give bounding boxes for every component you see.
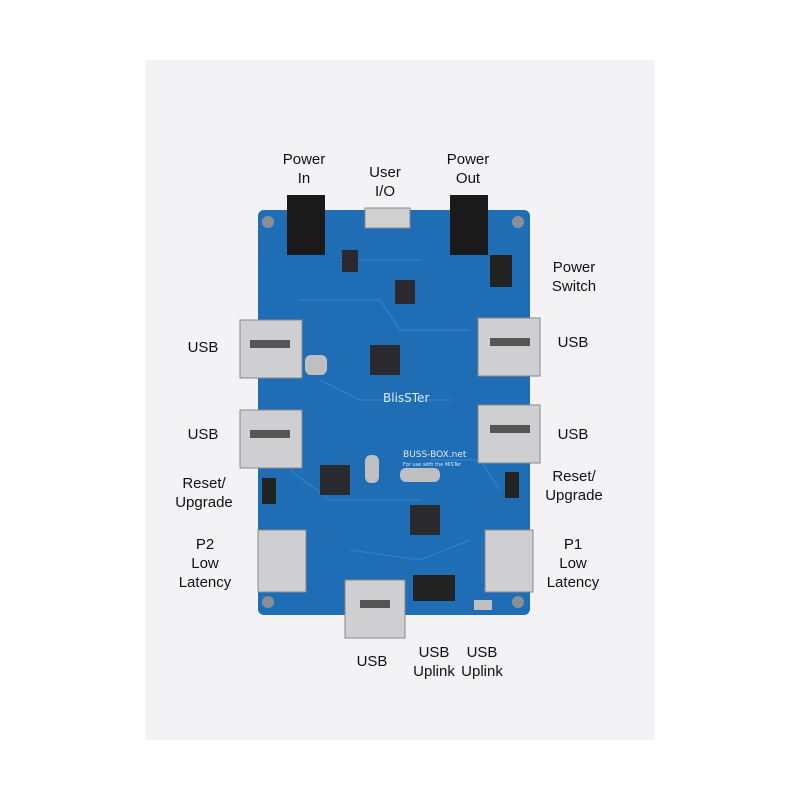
micro-usb-port — [474, 600, 492, 610]
silk-sub: For use with the MiSTer — [403, 462, 462, 468]
silk-site: BUSS-BOX.net — [403, 450, 467, 460]
label-usb-right-top: USB — [557, 334, 589, 351]
user-io-port — [364, 207, 411, 229]
label-p2: P2 Low Latency — [178, 536, 232, 591]
label-reset-right: Reset/ Upgrade — [545, 468, 603, 504]
label-user-io: User I/O — [369, 164, 401, 200]
power-switch — [490, 255, 512, 287]
power-in-jack — [287, 195, 325, 255]
crystals — [305, 355, 440, 483]
pin-header — [413, 575, 455, 601]
usb-tongues — [250, 338, 530, 608]
pcb — [258, 210, 530, 615]
label-usb-left-top: USB — [187, 339, 219, 356]
chips — [320, 250, 440, 535]
label-p1: P1 Low Latency — [546, 536, 600, 591]
reset-button-right — [505, 472, 519, 498]
silk-title: BlisSTer — [383, 391, 429, 405]
reset-button-left — [262, 478, 276, 504]
label-usb-left-mid: USB — [187, 426, 219, 443]
mounting-holes — [262, 216, 524, 608]
p2-port — [257, 529, 307, 593]
label-reset-left: Reset/ Upgrade — [175, 475, 233, 511]
label-power-in: Power In — [282, 151, 326, 187]
usb-ports — [239, 317, 541, 639]
power-out-jack — [450, 195, 488, 255]
label-power-switch: Power Switch — [551, 259, 597, 295]
label-power-out: Power Out — [446, 151, 490, 187]
label-usb-uplink-2: USB Uplink — [461, 644, 503, 680]
label-usb-bottom: USB — [356, 653, 388, 670]
label-usb-right-mid: USB — [557, 426, 589, 443]
label-usb-uplink-1: USB Uplink — [413, 644, 455, 680]
p1-port — [484, 529, 534, 593]
